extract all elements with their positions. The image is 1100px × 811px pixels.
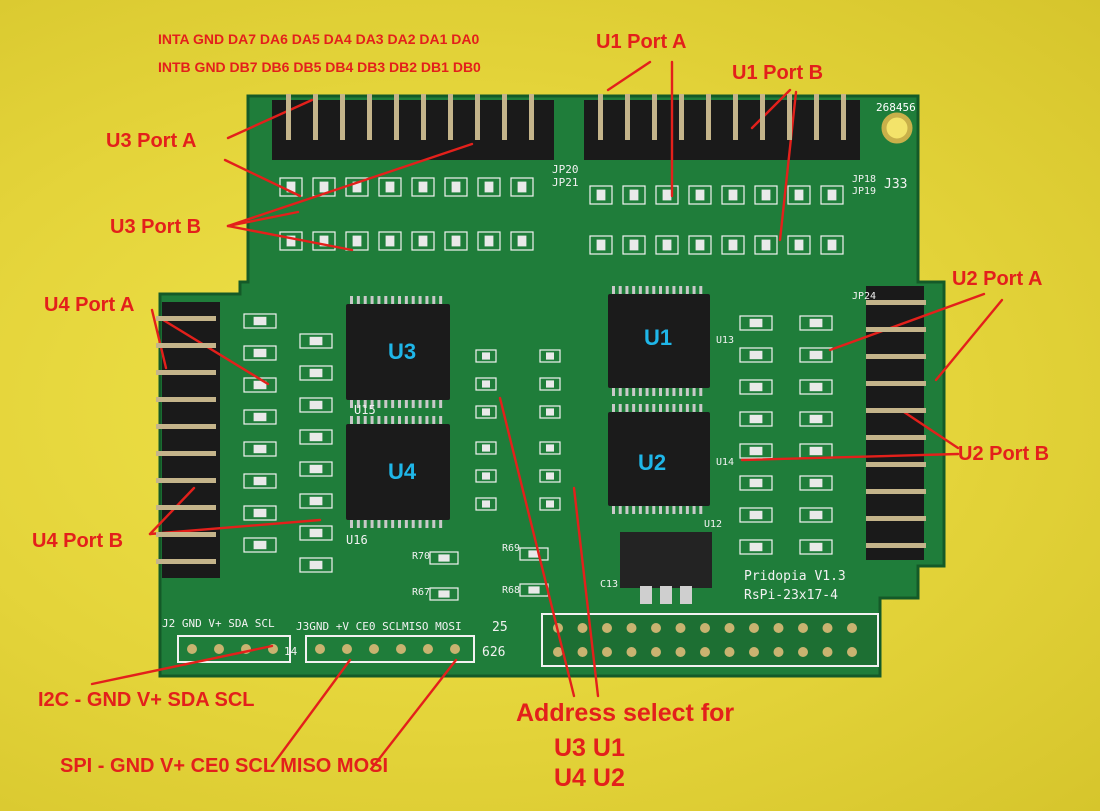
silk-r67: R67: [412, 587, 431, 598]
header-pins-right-side: [866, 300, 926, 548]
silk-pin25: 25: [492, 620, 508, 635]
label-u4-port-a: U4 Port A: [44, 294, 135, 316]
chip-u2-body: [608, 412, 710, 506]
silk-jp24: JP24: [852, 291, 877, 302]
j3-connector: [305, 635, 475, 663]
silk-jp18: JP18: [852, 174, 877, 185]
label-u1-port-a: U1 Port A: [596, 31, 687, 53]
label-i2c: I2C - GND V+ SDA SCL: [38, 689, 255, 711]
silk-jp19: JP19: [852, 186, 877, 197]
smd-leds: [243, 177, 844, 601]
label-address-select: Address select for: [516, 699, 735, 727]
label-u2-port-a: U2 Port A: [952, 268, 1043, 290]
header-pins-left-top: [286, 94, 534, 140]
silk-u16: U16: [346, 533, 368, 547]
silk-r70: R70: [412, 551, 431, 562]
silk-version: Pridopia V1.3: [744, 569, 846, 584]
label-u3-port-a: U3 Port A: [106, 130, 197, 152]
chip-u3-label: U3: [388, 339, 417, 364]
silk-u13: U13: [716, 335, 735, 346]
chip-u2-label: U2: [638, 450, 667, 475]
header-pins-right-top: [598, 94, 846, 140]
silk-j2: J2 GND V+ SDA SCL: [162, 617, 275, 630]
silk-r68: R68: [502, 585, 521, 596]
label-u1-port-b: U1 Port B: [732, 62, 824, 84]
silk-c13: C13: [600, 579, 619, 590]
chip-u4-label: U4: [388, 459, 417, 484]
voltage-regulator: [620, 532, 712, 604]
chip-u1-body: [608, 294, 710, 388]
header-pins-left-side: [156, 316, 216, 564]
label-u3-port-b: U3 Port B: [110, 216, 202, 238]
silk-pin14: 14: [284, 645, 298, 658]
label-address-row2: U4 U2: [554, 764, 625, 792]
silk-u12: U12: [704, 519, 723, 530]
silk-jp21: JP21: [552, 176, 579, 189]
chip-u4-body: [346, 424, 450, 520]
silk-r69: R69: [502, 543, 521, 554]
chip-u3-body: [346, 304, 450, 400]
annotation-lines: [90, 60, 1004, 770]
gpio-header: [541, 613, 879, 667]
silk-jp20: JP20: [552, 163, 579, 176]
mounting-hole: [881, 112, 913, 144]
silk-j3: J3GND +V CE0 SCLMISO MOSI: [296, 620, 462, 633]
silk-u15: U15: [354, 403, 376, 417]
header-port-b-pinout: INTB GND DB7 DB6 DB5 DB4 DB3 DB2 DB1 DB0: [158, 59, 481, 75]
label-u2-port-b: U2 Port B: [958, 443, 1050, 465]
label-spi: SPI - GND V+ CE0 SCL MISO MOSI: [60, 755, 389, 777]
silk-board-id: 268456: [876, 101, 916, 114]
label-address-row1: U3 U1: [554, 734, 625, 762]
silk-model: RsPi-23x17-4: [744, 588, 838, 603]
header-port-a-pinout: INTA GND DA7 DA6 DA5 DA4 DA3 DA2 DA1 DA0: [158, 31, 480, 47]
silk-pin26: 626: [482, 645, 506, 660]
silk-u14: U14: [716, 457, 735, 468]
chip-u1-label: U1: [644, 325, 673, 350]
silk-j33: J33: [884, 177, 908, 192]
j2-connector: [177, 635, 291, 663]
label-u4-port-b: U4 Port B: [32, 530, 124, 552]
